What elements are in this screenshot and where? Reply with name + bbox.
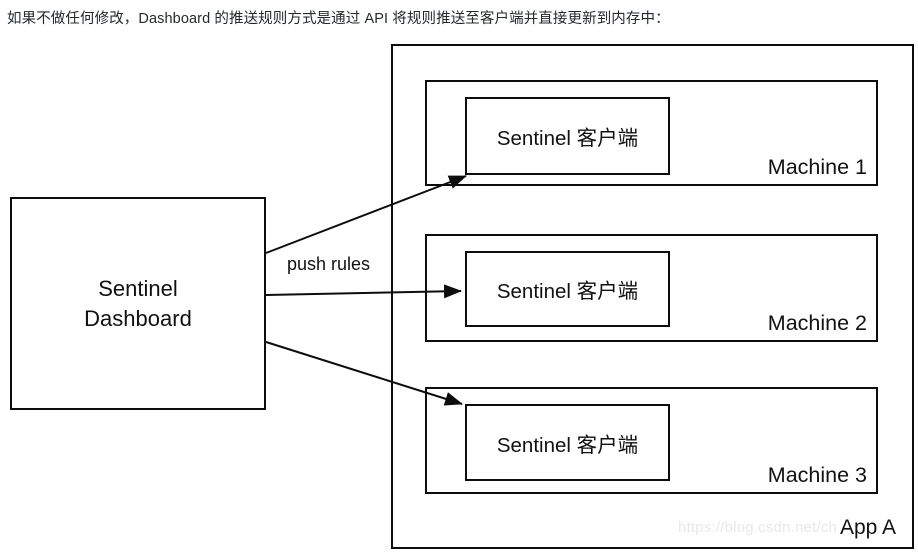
sentinel-client-box-1: Sentinel 客户端 <box>465 97 670 175</box>
machine-label-1: Machine 1 <box>767 155 867 179</box>
sentinel-dashboard-label: Sentinel Dashboard <box>84 275 192 331</box>
sentinel-client-label-1: Sentinel 客户端 <box>496 127 639 150</box>
push-rules-label: push rules <box>287 254 371 274</box>
sentinel-client-box-2: Sentinel 客户端 <box>465 251 670 327</box>
machine-box-1: Sentinel 客户端 Machine 1 <box>425 80 878 186</box>
machine-label-2: Machine 2 <box>767 311 867 335</box>
sentinel-client-label-3: Sentinel 客户端 <box>496 433 639 457</box>
machine-box-3: Sentinel 客户端 Machine 3 <box>425 387 878 494</box>
sentinel-client-box-3: Sentinel 客户端 <box>465 404 670 481</box>
sentinel-dashboard-box: Sentinel Dashboard <box>10 197 266 410</box>
app-label: App A <box>839 516 896 539</box>
machine-box-2: Sentinel 客户端 Machine 2 <box>425 234 878 342</box>
watermark-text: https://blog.csdn.net/ch <box>678 519 838 536</box>
machine-label-3: Machine 3 <box>767 463 867 487</box>
caption-text: 如果不做任何修改，Dashboard 的推送规则方式是通过 API 将规则推送至… <box>7 11 670 27</box>
sentinel-client-label-2: Sentinel 客户端 <box>496 280 639 303</box>
